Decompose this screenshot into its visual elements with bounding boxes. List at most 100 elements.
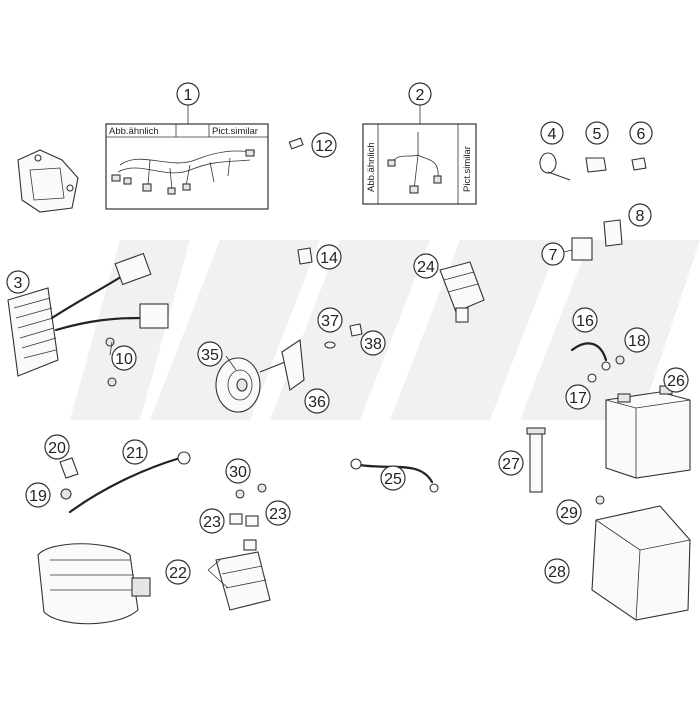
callout-29: 29 xyxy=(556,499,582,525)
callout-18: 18 xyxy=(624,327,650,353)
svg-text:37: 37 xyxy=(321,313,339,330)
callout-2: 2 xyxy=(408,82,432,106)
svg-text:10: 10 xyxy=(115,351,133,368)
bolt xyxy=(235,483,267,499)
callout-23a: 23 xyxy=(199,508,225,534)
svg-text:19: 19 xyxy=(29,488,47,505)
callout-16: 16 xyxy=(572,307,598,333)
horn xyxy=(215,357,286,413)
battery xyxy=(605,385,691,479)
cable-tie xyxy=(539,152,571,181)
battery-cable xyxy=(570,342,611,371)
callout-5: 5 xyxy=(585,121,609,145)
box1-caption-left: Abb.ähnlich xyxy=(109,126,159,137)
svg-text:17: 17 xyxy=(569,390,587,407)
svg-text:3: 3 xyxy=(14,275,23,292)
svg-text:30: 30 xyxy=(229,464,247,481)
svg-text:36: 36 xyxy=(308,394,326,411)
voltage-regulator xyxy=(7,252,169,377)
box2-caption-right: Pict.similar xyxy=(462,146,473,192)
callout-25: 25 xyxy=(380,465,406,491)
control-module xyxy=(439,261,485,323)
fuse xyxy=(288,137,304,150)
starter-relay xyxy=(215,551,271,611)
starter-cable xyxy=(68,451,191,514)
clip xyxy=(585,157,607,173)
bolt xyxy=(595,495,605,505)
mounting-bracket xyxy=(17,149,79,213)
svg-text:23: 23 xyxy=(203,514,221,531)
svg-text:2: 2 xyxy=(416,87,425,104)
washer xyxy=(324,341,336,349)
callout-26: 26 xyxy=(663,367,689,393)
svg-text:16: 16 xyxy=(576,313,594,330)
svg-text:35: 35 xyxy=(201,347,219,364)
callout-28: 28 xyxy=(544,558,570,584)
svg-text:38: 38 xyxy=(364,336,382,353)
watermark-logo xyxy=(70,240,700,420)
callout-23b: 23 xyxy=(265,500,291,526)
nut xyxy=(631,157,647,171)
callout-badges: 1 2 4 5 6 12 8 7 14 24 3 37 38 16 18 10 … xyxy=(6,82,689,589)
callout-27: 27 xyxy=(498,450,524,476)
starter-motor xyxy=(37,543,151,625)
callout-1: 1 xyxy=(176,82,200,106)
svg-text:14: 14 xyxy=(320,250,338,267)
ground-cable xyxy=(350,458,439,493)
callout-12: 12 xyxy=(311,132,337,158)
svg-text:21: 21 xyxy=(126,445,144,462)
svg-text:1: 1 xyxy=(184,87,193,104)
plate xyxy=(603,219,623,247)
svg-text:8: 8 xyxy=(636,208,645,225)
fuse-holder xyxy=(526,427,546,493)
svg-text:22: 22 xyxy=(169,565,187,582)
relay xyxy=(571,237,593,261)
callout-21: 21 xyxy=(122,439,148,465)
svg-text:24: 24 xyxy=(417,259,435,276)
svg-text:18: 18 xyxy=(628,333,646,350)
fuse xyxy=(229,513,259,551)
callout-38: 38 xyxy=(360,330,386,356)
callout-36: 36 xyxy=(304,388,330,414)
box2-caption-left: Abb.ähnlich xyxy=(366,142,377,192)
svg-text:28: 28 xyxy=(548,564,566,581)
svg-text:7: 7 xyxy=(549,247,558,264)
svg-text:25: 25 xyxy=(384,471,402,488)
washer xyxy=(587,373,597,383)
callout-7: 7 xyxy=(541,242,565,266)
svg-text:26: 26 xyxy=(667,373,685,390)
callout-19: 19 xyxy=(25,482,51,508)
callout-10: 10 xyxy=(111,345,137,371)
callout-30: 30 xyxy=(225,458,251,484)
sub-harness-box: Abb.ähnlich Pict.similar xyxy=(362,123,477,205)
svg-text:5: 5 xyxy=(593,126,602,143)
callout-22: 22 xyxy=(165,559,191,585)
battery-box xyxy=(591,505,691,621)
svg-text:23: 23 xyxy=(269,506,287,523)
svg-text:20: 20 xyxy=(48,440,66,457)
callout-4: 4 xyxy=(540,121,564,145)
callout-24: 24 xyxy=(413,253,439,279)
svg-text:6: 6 xyxy=(637,126,646,143)
wiring-harness-box: Abb.ähnlich Pict.similar xyxy=(105,123,269,210)
callout-35: 35 xyxy=(197,341,223,367)
svg-text:29: 29 xyxy=(560,505,578,522)
callout-6: 6 xyxy=(629,121,653,145)
bolt xyxy=(615,355,625,365)
callout-37: 37 xyxy=(317,307,343,333)
callout-17: 17 xyxy=(565,384,591,410)
callout-8: 8 xyxy=(628,203,652,227)
horn-bracket xyxy=(281,339,305,391)
callout-20: 20 xyxy=(44,434,70,460)
svg-text:27: 27 xyxy=(502,456,520,473)
terminal-cap xyxy=(59,457,79,479)
box1-caption-right: Pict.similar xyxy=(212,126,258,137)
callout-14: 14 xyxy=(316,244,342,270)
bulb xyxy=(297,247,313,265)
svg-text:4: 4 xyxy=(548,126,557,143)
nut xyxy=(60,488,72,500)
callout-3: 3 xyxy=(6,270,30,294)
nut xyxy=(349,323,363,337)
svg-text:12: 12 xyxy=(315,138,333,155)
